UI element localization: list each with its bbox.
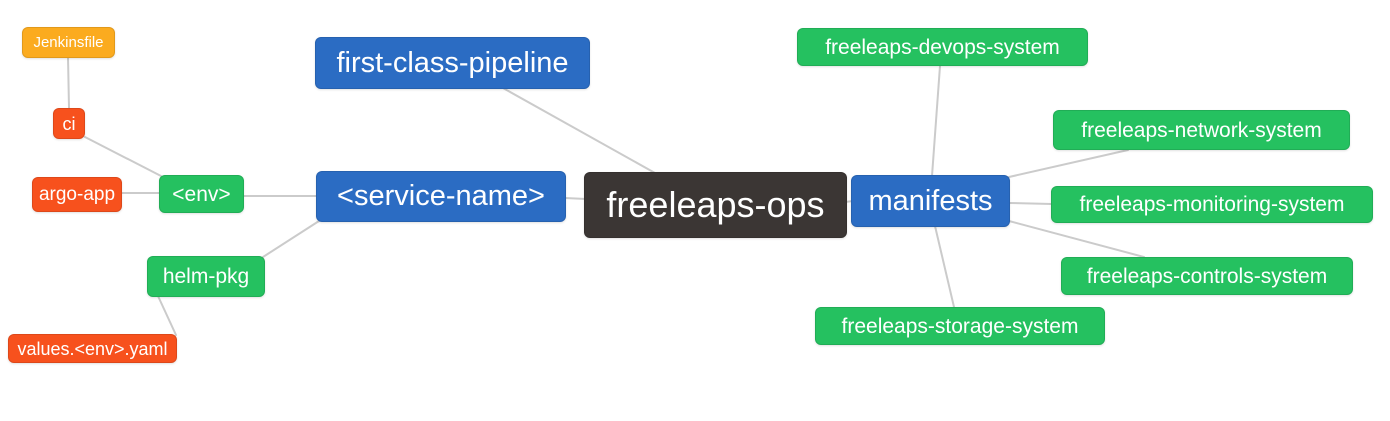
node-ci[interactable]: ci — [53, 108, 85, 139]
node-freeleaps-devops-system[interactable]: freeleaps-devops-system — [797, 28, 1088, 66]
node-jenkinsfile[interactable]: Jenkinsfile — [22, 27, 115, 58]
node-freeleaps-network-system[interactable]: freeleaps-network-system — [1053, 110, 1350, 150]
node-service-name[interactable]: <service-name> — [316, 171, 566, 222]
node-first-class-pipeline[interactable]: first-class-pipeline — [315, 37, 590, 89]
node-manifests[interactable]: manifests — [851, 175, 1010, 227]
node-argo-app[interactable]: argo-app — [32, 177, 122, 212]
node-helm-pkg[interactable]: helm-pkg — [147, 256, 265, 297]
node-env[interactable]: <env> — [159, 175, 244, 213]
node-freeleaps-ops[interactable]: freeleaps-ops — [584, 172, 847, 238]
node-freeleaps-storage-system[interactable]: freeleaps-storage-system — [815, 307, 1105, 345]
node-values-env-yaml[interactable]: values.<env>.yaml — [8, 334, 177, 363]
node-freeleaps-controls-system[interactable]: freeleaps-controls-system — [1061, 257, 1353, 295]
node-freeleaps-monitoring-system[interactable]: freeleaps-monitoring-system — [1051, 186, 1373, 223]
